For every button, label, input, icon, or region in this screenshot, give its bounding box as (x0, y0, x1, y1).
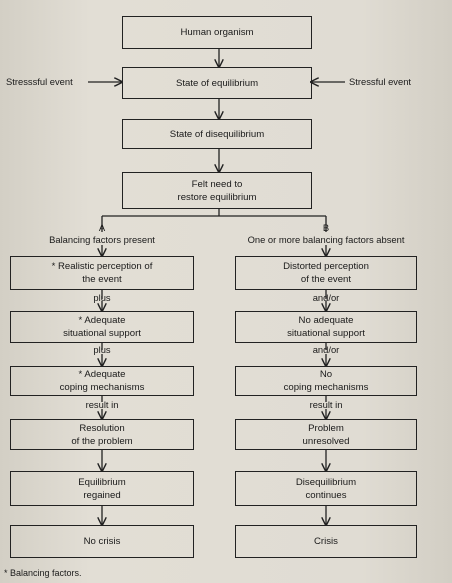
box-a-adequate-coping: * Adequate coping mechanisms (10, 366, 194, 396)
box-a-equilibrium-regained: Equilibrium regained (10, 471, 194, 506)
connector-b-result-in: result in (309, 399, 343, 410)
branch-a-heading: Balancing factors present (49, 234, 155, 245)
box-felt-need: Felt need to restore equilibrium (122, 172, 312, 209)
box-b-distorted-perception: Distorted perception of the event (235, 256, 417, 290)
footnote: * Balancing factors. (4, 568, 82, 578)
branch-a-letter: A (98, 222, 106, 233)
box-state-of-equilibrium: State of equilibrium (122, 67, 312, 99)
label-stressful-event-left: Stresssful event (6, 76, 73, 87)
branch-b-letter: B (322, 222, 330, 233)
connector-a-result-in: result in (85, 399, 119, 410)
box-b-disequilibrium-continues: Disequilibrium continues (235, 471, 417, 506)
box-a-realistic-perception: * Realistic perception of the event (10, 256, 194, 290)
connector-a-plus-1: plus (93, 292, 111, 303)
box-b-crisis: Crisis (235, 525, 417, 558)
connector-a-plus-2: plus (93, 344, 111, 355)
box-human-organism: Human organism (122, 16, 312, 49)
branch-b-heading: One or more balancing factors absent (247, 234, 405, 245)
connector-b-and-or-2: and/or (312, 344, 340, 355)
box-a-resolution: Resolution of the problem (10, 419, 194, 450)
box-state-of-disequilibrium: State of disequilibrium (122, 119, 312, 149)
box-b-no-adequate-support: No adequate situational support (235, 311, 417, 343)
box-b-no-coping: No coping mechanisms (235, 366, 417, 396)
box-a-adequate-support: * Adequate situational support (10, 311, 194, 343)
box-a-no-crisis: No crisis (10, 525, 194, 558)
box-b-problem-unresolved: Problem unresolved (235, 419, 417, 450)
connector-b-and-or-1: and/or (312, 292, 340, 303)
label-stressful-event-right: Stressful event (349, 76, 412, 87)
